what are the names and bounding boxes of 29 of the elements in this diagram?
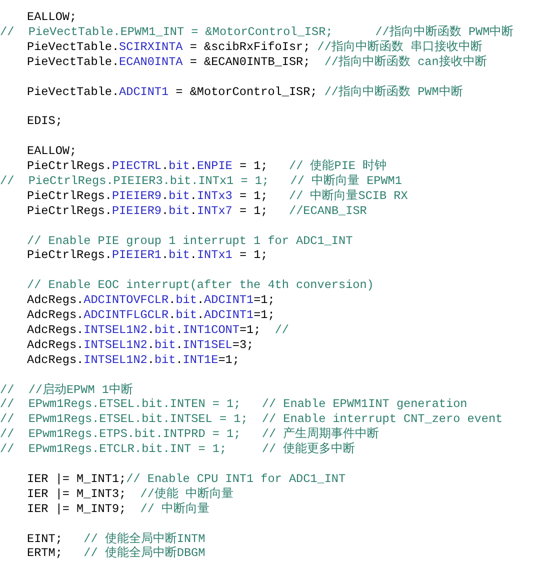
code-line: // EPwm1Regs.ETSEL.bit.INTSEL = 1; // Enable interrupt CNT_zero event (0, 412, 503, 426)
code-line: IER |= M_INT1;// Enable CPU INT1 for ADC1_INT (27, 472, 346, 486)
code-line: PieVectTable.ADCINT1 = &MotorControl_ISR; //指向中断函数 PWM中断 (27, 84, 463, 98)
code-line: // EPwm1Regs.ETSEL.bit.INTEN = 1; // Enable EPWM1INT generation (0, 397, 468, 412)
code-line: EALLOW; (27, 144, 77, 158)
code-line: // //启动EPWM 1中断 (0, 382, 133, 396)
code-line: AdcRegs.INTSEL1N2.bit.INT1E=1; (27, 352, 240, 367)
code-line: PieVectTable.ECAN0INTA = &ECAN0INTB_ISR; //指向中断函数 can接收中断 (27, 54, 487, 69)
code-line: // PieVectTable.EPWM1_INT = &MotorControl_ISR; //指向中断函数 PWM中断 (0, 24, 514, 39)
code-line: AdcRegs.INTSEL1N2.bit.INT1SEL=3; (27, 338, 254, 352)
code-line: AdcRegs.ADCINTOVFCLR.bit.ADCINT1=1; (27, 293, 275, 308)
code-line: // PieCtrlRegs.PIEIER3.bit.INTx1 = 1; // 中断向量 EPWM1 (0, 174, 402, 188)
code-line: ERTM; // 使能全局中断DBGM (27, 546, 206, 560)
code-line: PieVectTable.SCIRXINTA = &scibRxFifoIsr; //指向中断函数 串口接收中断 (27, 40, 483, 54)
code-line: EINT; // 使能全局中断INTM (27, 532, 206, 546)
code-line: EALLOW; (27, 10, 77, 24)
code-line: // EPwm1Regs.ETPS.bit.INTPRD = 1; // 产生周期事件中断 (0, 427, 380, 442)
code-line: PieCtrlRegs.PIEIER9.bit.INTx3 = 1; // 中断向量SCIB RX (27, 188, 408, 203)
code-line: IER |= M_INT3; //使能 中断向量 (27, 486, 234, 501)
code-line: PieCtrlRegs.PIEIER9.bit.INTx7 = 1; //ECANB_ISR (27, 204, 367, 218)
code-line: PieCtrlRegs.PIECTRL.bit.ENPIE = 1; // 使能PIE 时钟 (27, 159, 387, 173)
code-line: IER |= M_INT9; // 中断向量 (27, 502, 210, 516)
code-line: EDIS; (27, 114, 62, 128)
code-line: AdcRegs.ADCINTFLGCLR.bit.ADCINT1=1; (27, 308, 275, 322)
code-line: // EPwm1Regs.ETCLR.bit.INT = 1; // 使能更多中断 (0, 442, 356, 456)
code-line: PieCtrlRegs.PIEIER1.bit.INTx1 = 1; (27, 248, 268, 262)
code-line: AdcRegs.INTSEL1N2.bit.INT1CONT=1; // (27, 322, 290, 337)
code-comment: // Enable EOC interrupt(after the 4th conversion) (27, 278, 374, 292)
code-comment: // Enable PIE group 1 interrupt 1 for ADC1_INT (27, 234, 353, 248)
